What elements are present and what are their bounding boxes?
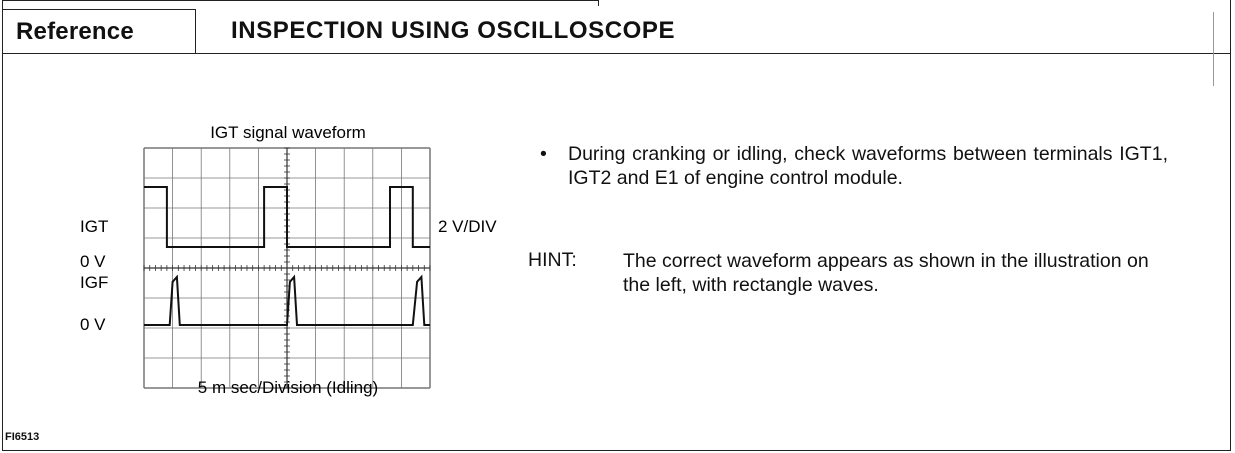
igt-waveform xyxy=(144,186,430,248)
margin-mark xyxy=(1213,12,1214,86)
hint-label: HINT: xyxy=(528,249,577,271)
igt-channel-label: IGT xyxy=(80,217,108,236)
igf-zero-label: 0 V xyxy=(80,315,106,334)
figure-id: FI6513 xyxy=(5,431,40,443)
bullet-dot-icon: • xyxy=(540,143,547,165)
igf-waveform xyxy=(144,274,430,326)
reference-label: Reference xyxy=(16,18,134,45)
figure-caption-top: IGT signal waveform xyxy=(210,123,366,142)
scope-grid xyxy=(143,147,431,389)
section-header: Reference INSPECTION USING OSCILLOSCOPE xyxy=(2,9,1231,54)
hint-text: The correct waveform appears as shown in… xyxy=(623,250,1149,296)
top-border-tick xyxy=(598,0,599,6)
igt-zero-label: 0 V xyxy=(80,252,106,271)
reference-tab: Reference xyxy=(2,9,196,53)
section-title: INSPECTION USING OSCILLOSCOPE xyxy=(231,17,676,44)
bullet-text: During cranking or idling, check wavefor… xyxy=(568,143,1168,189)
scale-label: 2 V/DIV xyxy=(438,217,497,236)
igf-channel-label: IGF xyxy=(80,273,108,292)
top-border-line xyxy=(2,0,598,1)
figure-caption-bottom: 5 m sec/Division (Idling) xyxy=(198,378,378,397)
